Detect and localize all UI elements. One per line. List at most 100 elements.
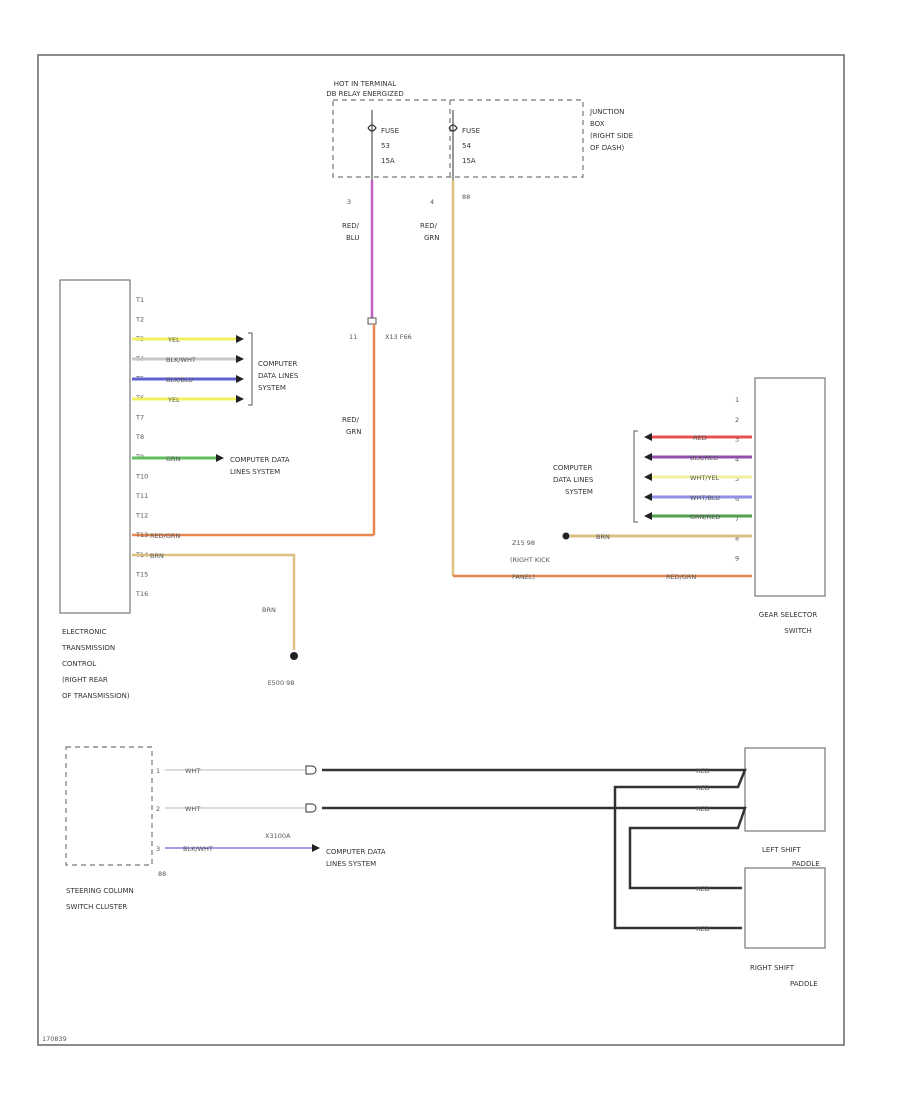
etc-wire-label-blk-wht: BLK/WHT [166, 356, 196, 364]
etc-wire-label-blk-blu: BLK/BLU [166, 376, 193, 384]
gear-pin-label: 8 [735, 535, 739, 543]
etc-name-1: ELECTRONIC [62, 628, 107, 636]
gs-data-lines-3: SYSTEM [565, 488, 593, 496]
gear-pin-label: 5 [735, 475, 739, 483]
gs-data-bracket [633, 430, 638, 523]
etc-arrow-4 [236, 395, 244, 403]
right-paddle-name-1: RIGHT SHIFT [750, 964, 795, 972]
etc-pin-label: T15 [135, 570, 148, 578]
junction-location-1: JUNCTION [589, 108, 624, 116]
etc-name-3: CONTROL [62, 660, 96, 668]
etc-wire-label-yel-1: YEL [167, 336, 180, 344]
junction-location-3: (RIGHT SIDE [590, 132, 633, 140]
junction-location-4: OF DASH) [590, 144, 625, 152]
inline-connector [367, 317, 377, 325]
etc-pin-label: T7 [135, 414, 144, 422]
splice-left-label: 11 [349, 333, 357, 341]
ground-point-icon [290, 652, 298, 660]
fuse-box-title-line2: DB RELAY ENERGIZED [326, 90, 404, 98]
etc-arrow-2 [236, 355, 244, 363]
red-grn-top-label-2: GRN [424, 234, 440, 242]
gs-name-1: GEAR SELECTOR [759, 611, 818, 619]
fuse-53-icon [367, 124, 377, 132]
etc-wire-label-brn: BRN [150, 552, 164, 560]
steering-pin-1: 1 [156, 767, 160, 775]
gear-pin-label: 4 [735, 455, 739, 463]
fuse-junction-box: HOT IN TERMINAL DB RELAY ENERGIZED FUSE … [326, 80, 633, 206]
gear-pin-label: 2 [735, 416, 739, 424]
etc-module-box [59, 279, 131, 614]
paddle-wire-2 [322, 806, 747, 890]
footer-diagram-id: 170839 [42, 1035, 67, 1043]
steering-data-lines-2: LINES SYSTEM [326, 860, 376, 868]
gs-kick-label-1: (RIGHT KICK [510, 556, 551, 564]
etc-wire-label-red-grn: RED/GRN [150, 532, 180, 540]
etc-wire-label-grn: GRN [166, 455, 181, 463]
fuse-pin-right: 4 [430, 198, 434, 206]
gs-data-lines-2: DATA LINES [553, 476, 594, 484]
etc-pin-list: T1T2T3T4T5T6T7T8T9T10T11T12T13T14T15T16 [135, 296, 148, 598]
gs-kick-label-2: PANEL) [512, 573, 535, 581]
fuse-pin-left: 3 [347, 198, 351, 206]
steering-wire-label-3: BLK/WHT [183, 845, 213, 853]
gs-arrow-3 [644, 473, 652, 481]
gs-arrow-1 [644, 433, 652, 441]
etc-pin-label: T12 [135, 512, 148, 520]
gs-wire-label-red-grn: RED/GRN [666, 573, 696, 581]
etc-data-lines-grn-1: COMPUTER DATA [230, 456, 290, 464]
fuse-54-icon [448, 124, 458, 132]
etc-data-lines-grn-2: LINES SYSTEM [230, 468, 280, 476]
red-grn-top-label-1: RED/ [420, 222, 438, 230]
paddle-wire-label-3: RED [696, 805, 710, 813]
etc-data-lines-3: SYSTEM [258, 384, 286, 392]
red-grn-label-2: GRN [346, 428, 362, 436]
gs-wire-label-red: RED [693, 434, 707, 442]
paddle-harness-1 [305, 765, 317, 775]
etc-arrow-grn [216, 454, 224, 462]
steering-name-1: STEERING COLUMN [66, 887, 134, 895]
gs-ground-ref: Z15 98 [512, 539, 535, 547]
steering-column-switch-cluster: 1 2 3 WHT WHT BLK/WHT X3100A COMPUTER DA… [65, 746, 386, 911]
paddle-wire-1 [322, 768, 747, 930]
junction-location-2: BOX [590, 120, 605, 128]
etc-wire-brn [132, 553, 296, 650]
etc-name-2: TRANSMISSION [61, 644, 115, 652]
etc-name-4: (RIGHT REAR [62, 676, 108, 684]
left-paddle-name-2: PADDLE [792, 860, 820, 868]
splice-right-label: X13 F66 [385, 333, 412, 341]
paddle-harness-2 [305, 803, 317, 813]
fuse-54-label: FUSE [462, 127, 480, 135]
etc-pin-label: T16 [135, 590, 148, 598]
steering-data-lines-1: COMPUTER DATA [326, 848, 386, 856]
fuse-54-rating: 15A [462, 157, 476, 165]
gs-arrow-2 [644, 453, 652, 461]
fuse-connector-id: 88 [462, 193, 470, 201]
paddle-wire-label-4: RED [696, 885, 710, 893]
gs-wire-label-grn-red: GRN/RED [690, 513, 720, 521]
left-paddle-name-1: LEFT SHIFT [762, 846, 801, 854]
steering-connector-ref: X3100A [265, 832, 291, 840]
gear-pin-label: 7 [735, 515, 739, 523]
gs-wire-label-brn: BRN [596, 533, 610, 541]
etc-pin-label: T8 [135, 433, 144, 441]
gs-ground-icon [562, 532, 570, 540]
shift-paddles: RED RED RED RED RED LEFT SHIFT PADDLE RI… [322, 747, 826, 988]
etc-ground-id: E500 98 [268, 679, 295, 687]
gear-pin-label: 9 [735, 554, 739, 562]
gs-arrow-4 [644, 493, 652, 501]
etc-pin-label: T1 [135, 296, 144, 304]
gear-pin-label: 3 [735, 436, 739, 444]
etc-name-5: OF TRANSMISSION) [62, 692, 130, 700]
paddle-wire-label-1: RED [696, 767, 710, 775]
right-paddle-name-2: PADDLE [790, 980, 818, 988]
electronic-transmission-control: T1T2T3T4T5T6T7T8T9T10T11T12T13T14T15T16 … [59, 279, 299, 700]
steering-arrow [312, 844, 320, 852]
red-blu-label-1: RED/ [342, 222, 360, 230]
red-blu-label-2: BLU [346, 234, 359, 242]
gear-pin-label: 6 [735, 495, 739, 503]
left-shift-paddle-box [744, 747, 826, 832]
paddle-wire-label-2: RED [696, 784, 710, 792]
